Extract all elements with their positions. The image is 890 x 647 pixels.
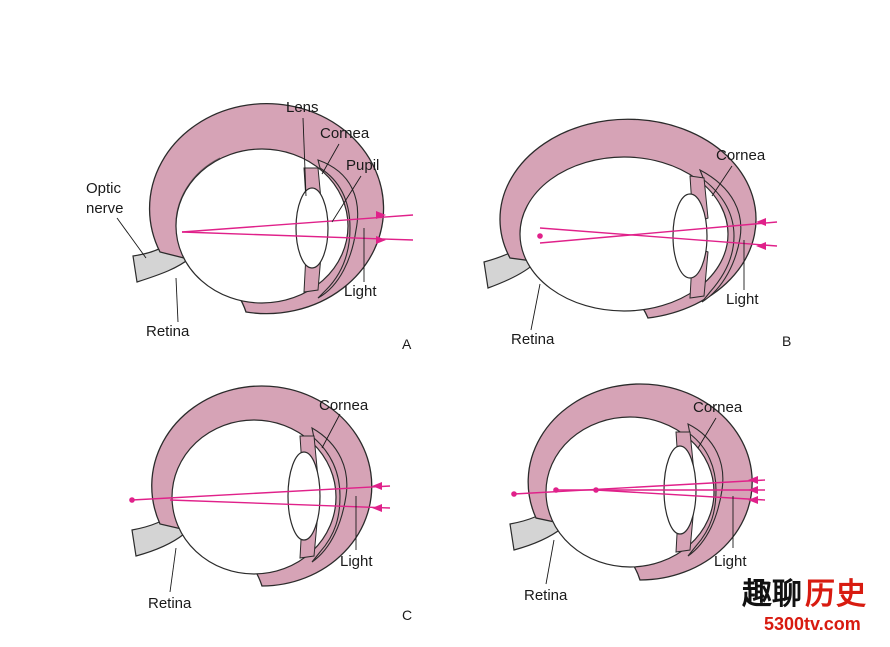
lens xyxy=(295,187,329,269)
label-light-c: Light xyxy=(340,553,373,570)
leader-lines xyxy=(530,165,745,331)
cornea xyxy=(687,423,724,557)
watermark-url: 5300tv.com xyxy=(764,614,861,634)
panel-letter-c: C xyxy=(402,607,412,623)
light-rays xyxy=(537,218,778,250)
panel-c xyxy=(129,385,391,593)
label-retina-d: Retina xyxy=(524,587,568,604)
watermark-char-1: 趣 xyxy=(742,577,772,612)
label-lens: Lens xyxy=(286,99,319,116)
lens xyxy=(672,193,708,279)
panel-a xyxy=(116,102,414,323)
label-cornea-a: Cornea xyxy=(320,125,370,142)
label-retina-c: Retina xyxy=(148,595,192,612)
watermark-char-2: 聊 xyxy=(772,577,802,612)
label-light-b: Light xyxy=(726,291,759,308)
cornea xyxy=(317,159,359,299)
leader-lines xyxy=(169,413,357,593)
panel-b xyxy=(483,118,778,331)
cornea xyxy=(698,168,742,303)
label-light-a: Light xyxy=(344,283,377,300)
leader-lines xyxy=(116,117,365,323)
label-pupil: Pupil xyxy=(346,157,379,174)
light-rays xyxy=(181,211,414,244)
label-cornea-b: Cornea xyxy=(716,147,766,164)
label-light-d: Light xyxy=(714,553,747,570)
watermark: 趣 聊 历 史 5300tv.com xyxy=(742,577,866,634)
light-rays xyxy=(511,476,766,504)
watermark-char-4: 史 xyxy=(836,577,866,612)
label-optic: Optic xyxy=(86,180,122,197)
cornea xyxy=(311,426,348,563)
label-nerve: nerve xyxy=(86,200,124,217)
leader-lines xyxy=(545,417,734,585)
light-rays xyxy=(129,482,391,512)
label-retina-b: Retina xyxy=(511,331,555,348)
watermark-char-3: 历 xyxy=(805,577,835,612)
label-retina-a: Retina xyxy=(146,323,190,340)
panel-letter-a: A xyxy=(402,336,412,352)
panel-d xyxy=(509,383,766,585)
panel-letter-b: B xyxy=(782,333,791,349)
label-cornea-c: Cornea xyxy=(319,397,369,414)
lens xyxy=(287,451,321,541)
label-cornea-d: Cornea xyxy=(693,399,743,416)
